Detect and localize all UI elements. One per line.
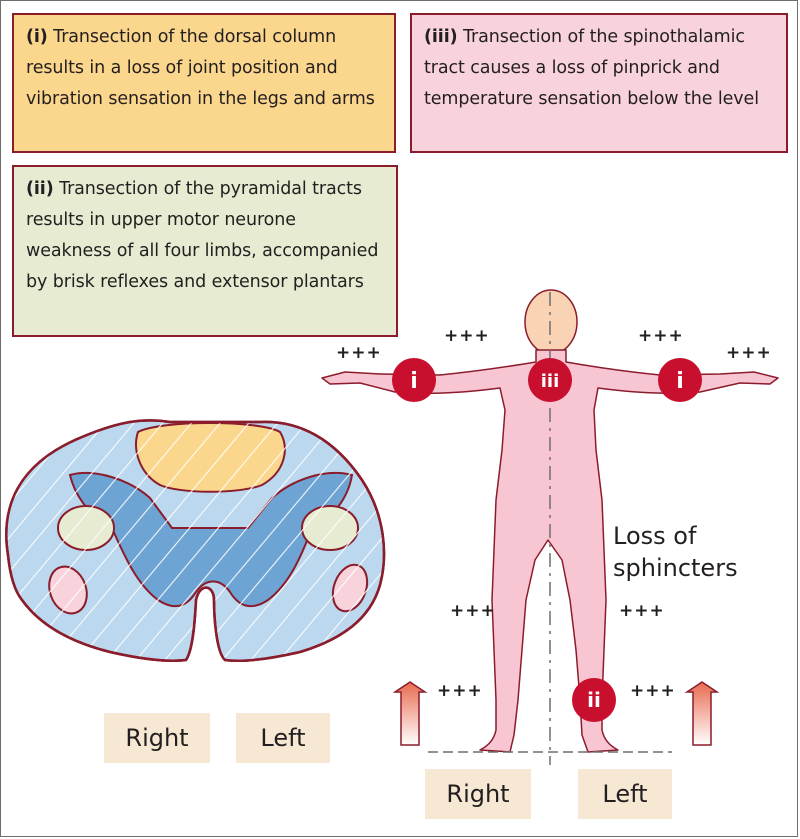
- reflex-knee-right: +++: [450, 601, 496, 621]
- cord-label-left: Left: [236, 713, 330, 763]
- spinothalamic-text: Transection of the spinothalamic tract c…: [424, 27, 759, 109]
- reflex-arm-left-inner: +++: [638, 326, 684, 346]
- pyramidal-text: Transection of the pyramidal tracts resu…: [26, 179, 379, 292]
- up-arrow-left: [684, 681, 720, 746]
- badge-arm-right-label: i: [410, 369, 418, 394]
- sphincter-line-1: Loss of: [613, 522, 697, 550]
- body-label-right: Right: [425, 769, 531, 819]
- sphincter-line-2: sphincters: [613, 554, 738, 582]
- reflex-ankle-right: +++: [437, 681, 483, 701]
- spinothalamic-marker: (iii): [424, 27, 458, 47]
- reflex-knee-left: +++: [619, 601, 665, 621]
- sphincter-annotation: Loss of sphincters: [613, 520, 773, 584]
- badge-arm-left-label: i: [676, 369, 684, 394]
- reflex-ankle-left: +++: [630, 681, 676, 701]
- dorsal-column-marker: (i): [26, 27, 48, 47]
- spinal-cord-section: [5, 419, 386, 662]
- pyramidal-box: (ii) Transection of the pyramidal tracts…: [12, 165, 398, 337]
- badge-chest: iii: [528, 358, 572, 402]
- pyramidal-marker: (ii): [26, 179, 54, 199]
- up-arrow-right: [392, 681, 428, 746]
- reflex-arm-right-outer: +++: [336, 343, 382, 363]
- badge-chest-label: iii: [541, 371, 560, 392]
- dorsal-column-box: (i) Transection of the dorsal column res…: [12, 13, 396, 153]
- dorsal-column-text: Transection of the dorsal column results…: [26, 27, 375, 109]
- head: [524, 289, 578, 355]
- body-label-left: Left: [578, 769, 672, 819]
- reflex-arm-right-inner: +++: [444, 326, 490, 346]
- badge-arm-right: i: [392, 358, 436, 402]
- reflex-arm-left-outer: +++: [726, 343, 772, 363]
- badge-arm-left: i: [658, 358, 702, 402]
- badge-leg-left: ii: [572, 678, 616, 722]
- spinothalamic-box: (iii) Transection of the spinothalamic t…: [410, 13, 788, 153]
- badge-leg-left-label: ii: [587, 688, 601, 712]
- cord-label-right: Right: [104, 713, 210, 763]
